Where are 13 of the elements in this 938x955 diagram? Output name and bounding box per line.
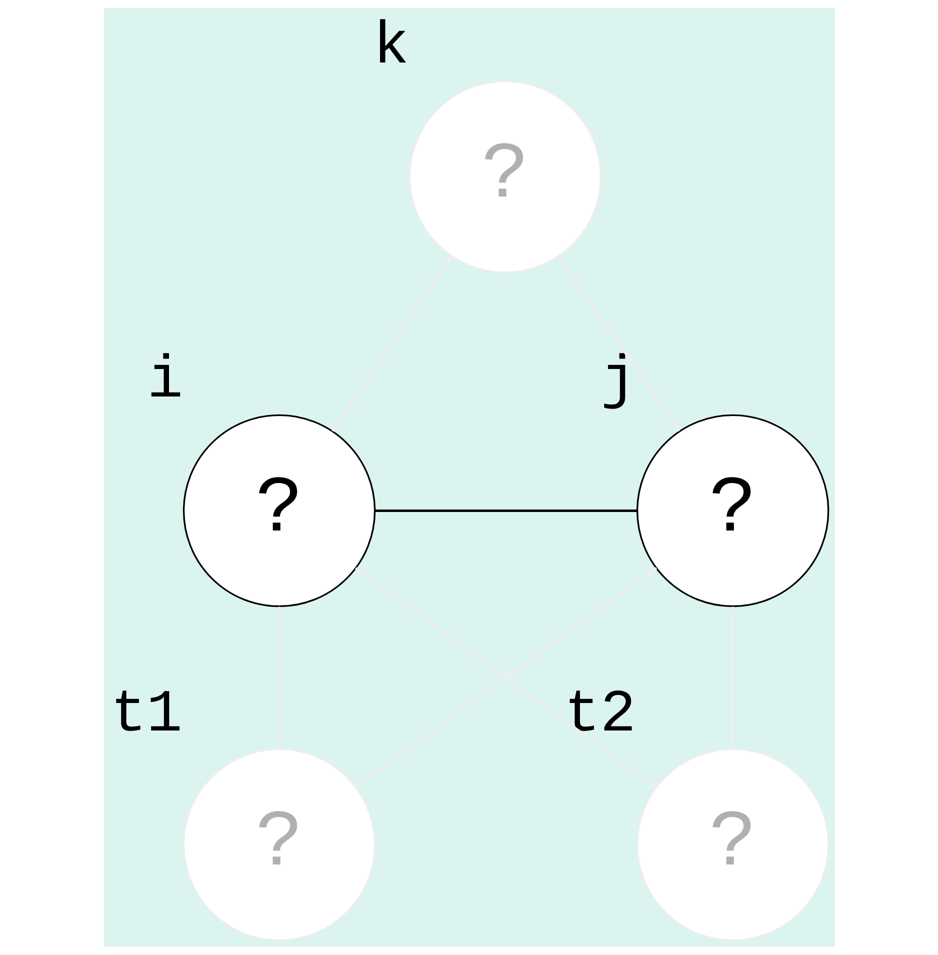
node-circle: ? [408,80,602,274]
connector [331,256,452,432]
node-label: i [146,346,183,415]
node-label: j [600,346,636,415]
connector [557,256,680,432]
node-label: t2 [564,680,636,749]
node-label: t1 [110,680,182,749]
node-label: k [372,12,409,81]
connector [374,509,637,512]
node-circle: ? [636,748,829,942]
node-circle: ? [182,414,376,608]
node-circle: ? [182,748,376,942]
node-circle: ? [636,414,829,608]
